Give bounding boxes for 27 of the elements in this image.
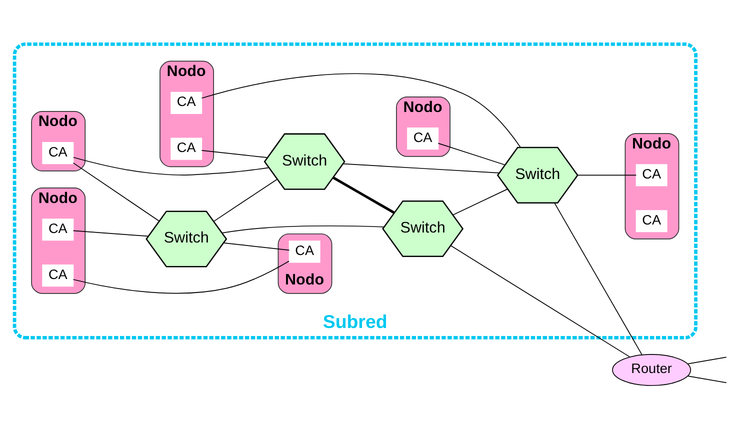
- connector: [222, 225, 384, 234]
- connector: [223, 242, 290, 251]
- connector: [73, 156, 270, 176]
- connector: [72, 162, 160, 222]
- connector: [687, 356, 727, 364]
- connector: [438, 142, 506, 166]
- node-box: CA: [288, 240, 320, 263]
- node-ellipse: Router: [612, 354, 692, 386]
- node-box: CA: [170, 92, 202, 114]
- connector: [450, 245, 630, 358]
- connector: [72, 260, 290, 294]
- node-box: CA: [170, 138, 202, 160]
- node-box: CA: [42, 264, 74, 287]
- connector: [577, 174, 637, 176]
- connector: [72, 230, 149, 237]
- node-box: CA: [42, 218, 74, 241]
- connector: [213, 178, 278, 222]
- connector: [201, 150, 268, 158]
- node-box: CA: [636, 164, 668, 186]
- node-box: CA: [407, 128, 439, 150]
- connector: [554, 202, 642, 355]
- connector: [342, 163, 500, 174]
- node-box: CA: [636, 210, 668, 232]
- connector: [332, 176, 395, 214]
- connector: [687, 376, 727, 384]
- connector: [452, 188, 508, 216]
- node-box: CA: [42, 142, 74, 164]
